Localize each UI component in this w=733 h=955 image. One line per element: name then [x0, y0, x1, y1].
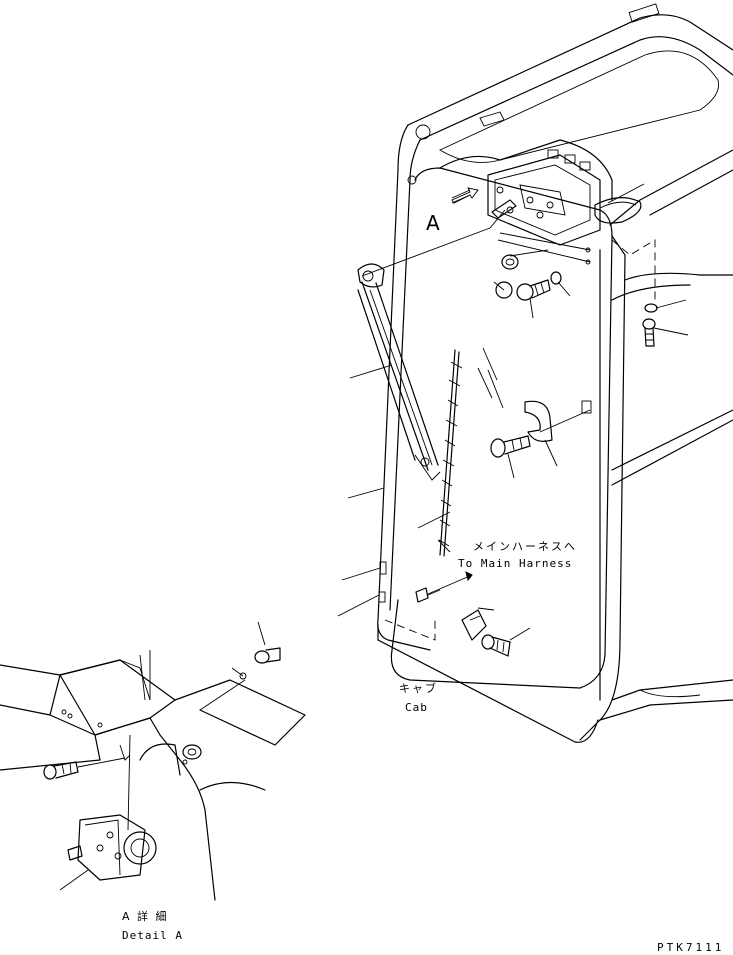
- cab-body: [377, 3, 733, 743]
- wiper-arm: [357, 199, 517, 481]
- fastener-bolt-bottom: [481, 634, 511, 657]
- fastener-screw-clamp: [490, 435, 531, 458]
- detail-a-label-jp: A 詳 細: [122, 909, 169, 923]
- drawing-code: PTK7111: [657, 941, 724, 954]
- wiper-blade: [417, 347, 504, 557]
- leader-lines: [337, 183, 689, 641]
- fastener-bolt-center: [516, 279, 551, 301]
- harness-connector: [415, 587, 441, 603]
- fastener-washer-side: [644, 303, 658, 313]
- fastener-washer-left: [495, 281, 513, 299]
- to-main-harness-jp: メインハーネスへ: [473, 540, 577, 553]
- bottom-bracket: [461, 609, 487, 641]
- detail-a-view: [0, 621, 306, 901]
- to-main-harness-en: To Main Harness: [458, 557, 572, 570]
- fastener-washer-right: [550, 271, 562, 285]
- fastener-nut-top: [501, 254, 519, 270]
- fastener-bolt-side: [642, 318, 656, 347]
- detail-a-label-en: Detail A: [122, 929, 183, 942]
- view-a-arrow: [451, 187, 479, 204]
- cab-label-jp: キャブ: [399, 681, 438, 695]
- clamp-bracket: [524, 400, 592, 442]
- grommet: [594, 197, 642, 224]
- cab-label-en: Cab: [405, 701, 428, 714]
- view-a-label: A: [426, 211, 440, 235]
- to-harness-arrow: [427, 571, 473, 595]
